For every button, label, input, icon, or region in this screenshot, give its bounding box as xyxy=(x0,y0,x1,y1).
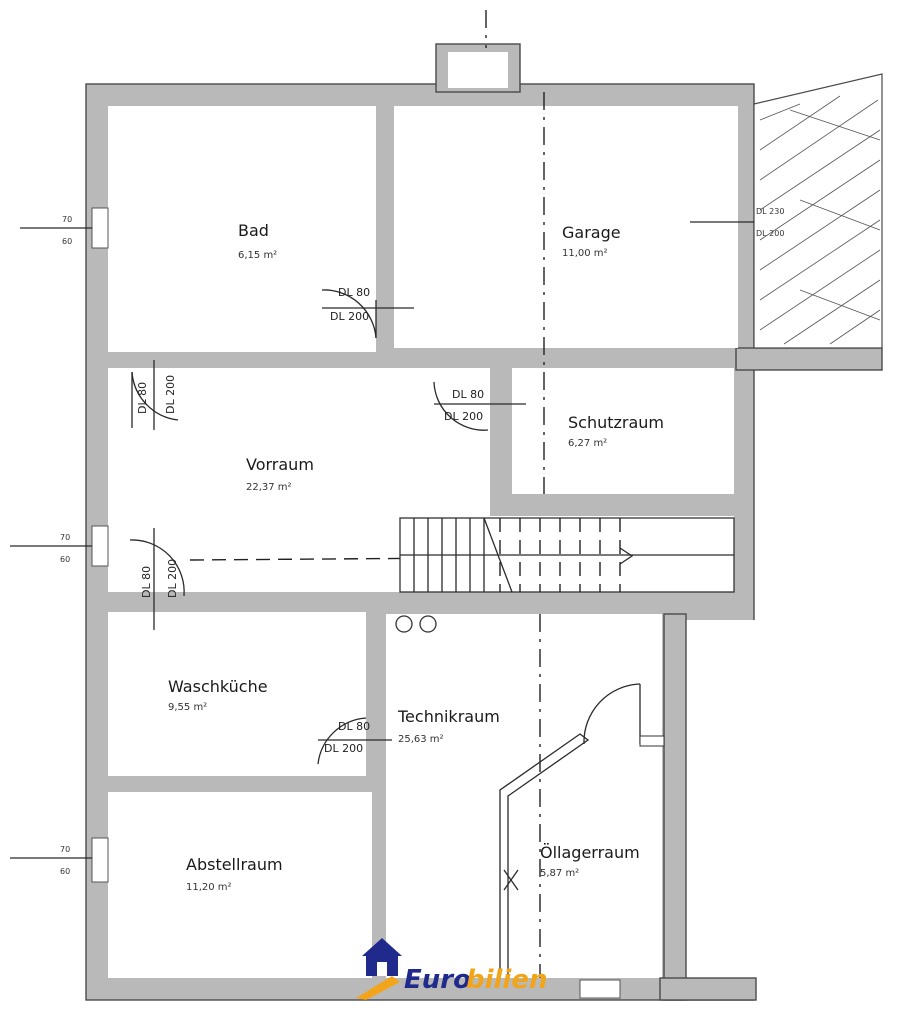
room-oellagerraum-name: Öllagerraum xyxy=(540,843,640,862)
window-abstellraum xyxy=(91,837,109,883)
room-vorraum-area: 22,37 m² xyxy=(246,482,292,493)
logo-text-euro: Euro xyxy=(404,965,471,995)
room-abstellraum xyxy=(108,792,372,978)
door-schutzraum xyxy=(433,381,526,431)
room-schutzraum xyxy=(512,368,734,494)
oellager-partition xyxy=(499,733,590,978)
wall-bottom-right xyxy=(659,977,757,1001)
window-bottom xyxy=(579,979,621,999)
door-bad xyxy=(321,289,414,339)
door-vorraum-left-width: DL 80 xyxy=(136,382,149,414)
door-vorraum-stair-width: DL 80 xyxy=(140,566,153,598)
door-bad-width: DL 80 xyxy=(338,286,370,299)
door-oellager xyxy=(583,683,665,747)
room-bad xyxy=(108,106,376,352)
room-garage-name: Garage xyxy=(562,223,621,242)
room-technikraum-name: Technikraum xyxy=(397,707,500,726)
room-garage-area: 11,00 m² xyxy=(562,248,608,259)
exterior-right xyxy=(686,620,756,1000)
window-abstellraum-height: 60 xyxy=(60,867,70,876)
window-abstellraum-width: 70 xyxy=(60,845,70,854)
window-bad-width: 70 xyxy=(62,215,72,224)
window-bad xyxy=(91,207,109,249)
room-waschkueche xyxy=(108,612,366,776)
garage-front-wall xyxy=(735,347,883,371)
room-technikraum-area: 25,63 m² xyxy=(398,734,444,745)
door-vorraum-left-height: DL 200 xyxy=(164,375,177,414)
door-vorraum-stair xyxy=(129,528,185,630)
room-abstellraum-name: Abstellraum xyxy=(186,855,283,874)
door-waschkueche-height: DL 200 xyxy=(324,742,363,755)
door-waschkueche-width: DL 80 xyxy=(338,720,370,733)
logo-text-bilien: bilien xyxy=(466,965,548,995)
door-garage-height: DL 200 xyxy=(756,229,784,238)
chimney-flue xyxy=(448,52,508,88)
room-oellagerraum-area: 5,87 m² xyxy=(540,868,579,879)
room-schutzraum-area: 6,27 m² xyxy=(568,438,607,449)
room-bad-name: Bad xyxy=(238,221,269,240)
room-bad-area: 6,15 m² xyxy=(238,250,277,261)
room-waschkueche-name: Waschküche xyxy=(168,677,268,696)
window-vorraum-height: 60 xyxy=(60,555,70,564)
door-vorraum-stair-height: DL 200 xyxy=(166,559,179,598)
tank-icon xyxy=(419,615,437,633)
door-vorraum-left xyxy=(131,360,179,430)
door-garage-width: DL 230 xyxy=(756,207,784,216)
door-waschkueche xyxy=(317,717,392,765)
wall-right-lower xyxy=(663,613,687,1001)
window-vorraum xyxy=(91,525,109,567)
garage-entrance-hatching xyxy=(753,73,883,349)
door-schutzraum-height: DL 200 xyxy=(444,410,483,423)
room-schutzraum-name: Schutzraum xyxy=(568,413,664,432)
house-icon xyxy=(362,938,402,976)
door-schutzraum-width: DL 80 xyxy=(452,388,484,401)
door-bad-height: DL 200 xyxy=(330,310,369,323)
room-technikraum xyxy=(386,614,662,978)
room-abstellraum-area: 11,20 m² xyxy=(186,882,232,893)
room-vorraum-name: Vorraum xyxy=(246,455,314,474)
boiler-icon xyxy=(395,615,413,633)
eurobilien-logo: Euro bilien xyxy=(356,938,548,1000)
room-garage xyxy=(394,106,738,348)
window-bad-height: 60 xyxy=(62,237,72,246)
room-waschkueche-area: 9,55 m² xyxy=(168,702,207,713)
staircase xyxy=(399,517,735,593)
swoosh-icon xyxy=(356,976,400,1000)
window-vorraum-width: 70 xyxy=(60,533,70,542)
